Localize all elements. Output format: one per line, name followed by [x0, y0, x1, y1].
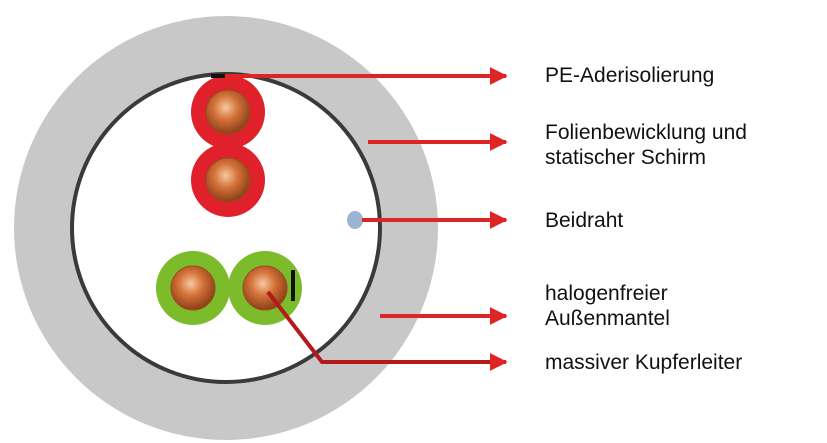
red-core-bottom: [191, 143, 265, 217]
label-foil-wrap-line-2: statischer Schirm: [545, 146, 707, 169]
drain-wire: [347, 211, 363, 229]
black-mark-horizontal: [211, 74, 227, 78]
red-core-top: [191, 75, 265, 149]
label-foil-wrap: Folienbewicklung und statischer Schirm: [545, 120, 747, 170]
label-outer-sheath-line-2: Außenmantel: [545, 307, 670, 330]
label-outer-sheath: halogenfreier Außenmantel: [545, 281, 670, 331]
label-outer-sheath-line-1: halogenfreier: [545, 282, 668, 305]
label-foil-wrap-line-1: Folienbewicklung und: [545, 121, 747, 144]
green-core-right: [228, 251, 302, 325]
black-mark-vertical: [291, 270, 295, 301]
green-core-left: [156, 251, 230, 325]
label-pe-insulation: PE-Aderisolierung: [545, 64, 715, 87]
arrow-conductor: [266, 290, 508, 371]
label-conductor: massiver Kupferleiter: [545, 351, 743, 374]
label-drain-wire: Beidraht: [545, 209, 624, 232]
